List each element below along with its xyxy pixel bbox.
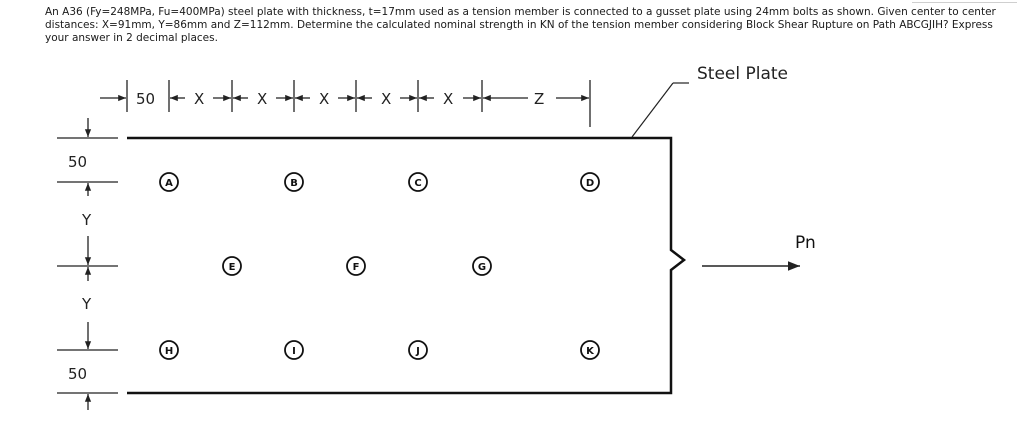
bolt-D: D [580,172,600,192]
svg-text:D: D [586,178,594,189]
dim-top-z: Z [534,90,544,108]
svg-text:E: E [229,262,236,273]
svg-text:B: B [290,178,298,189]
svg-text:I: I [292,346,296,357]
svg-text:K: K [586,346,595,357]
dim-top-x5: X [443,90,453,108]
dim-left-y1: Y [81,211,92,229]
dim-left-top-edge: 50 [68,153,87,171]
top-dimension-ticks [126,80,591,127]
svg-text:C: C [414,178,421,189]
svg-text:H: H [165,346,173,357]
bolt-E: E [222,256,242,276]
dim-left-y2: Y [81,295,92,313]
bolt-G: G [472,256,492,276]
bolt-A: A [159,172,179,192]
svg-text:F: F [353,262,360,273]
bolt-J: J [408,340,428,360]
dim-top-edge: 50 [136,90,155,108]
bolt-K: K [580,340,600,360]
plate-leader-line [631,82,674,138]
steel-plate [127,136,687,395]
svg-text:G: G [478,262,486,273]
bolt-B: B [284,172,304,192]
load-label: Pn [795,233,816,253]
dim-top-x1: X [194,90,204,108]
svg-text:J: J [415,346,420,357]
dim-top-x3: X [319,90,329,108]
steel-plate-label: Steel Plate [697,64,788,84]
bolt-F: F [346,256,366,276]
header-rule [912,2,1017,3]
bolt-C: C [408,172,428,192]
dim-left-bottom-edge: 50 [68,365,87,383]
svg-text:A: A [165,178,173,189]
problem-statement: An A36 (Fy=248MPa, Fu=400MPa) steel plat… [45,6,996,44]
dim-top-x4: X [381,90,391,108]
bolt-H: H [159,340,179,360]
bolt-I: I [284,340,304,360]
left-dimension-ticks [57,137,118,394]
dim-top-x2: X [257,90,267,108]
